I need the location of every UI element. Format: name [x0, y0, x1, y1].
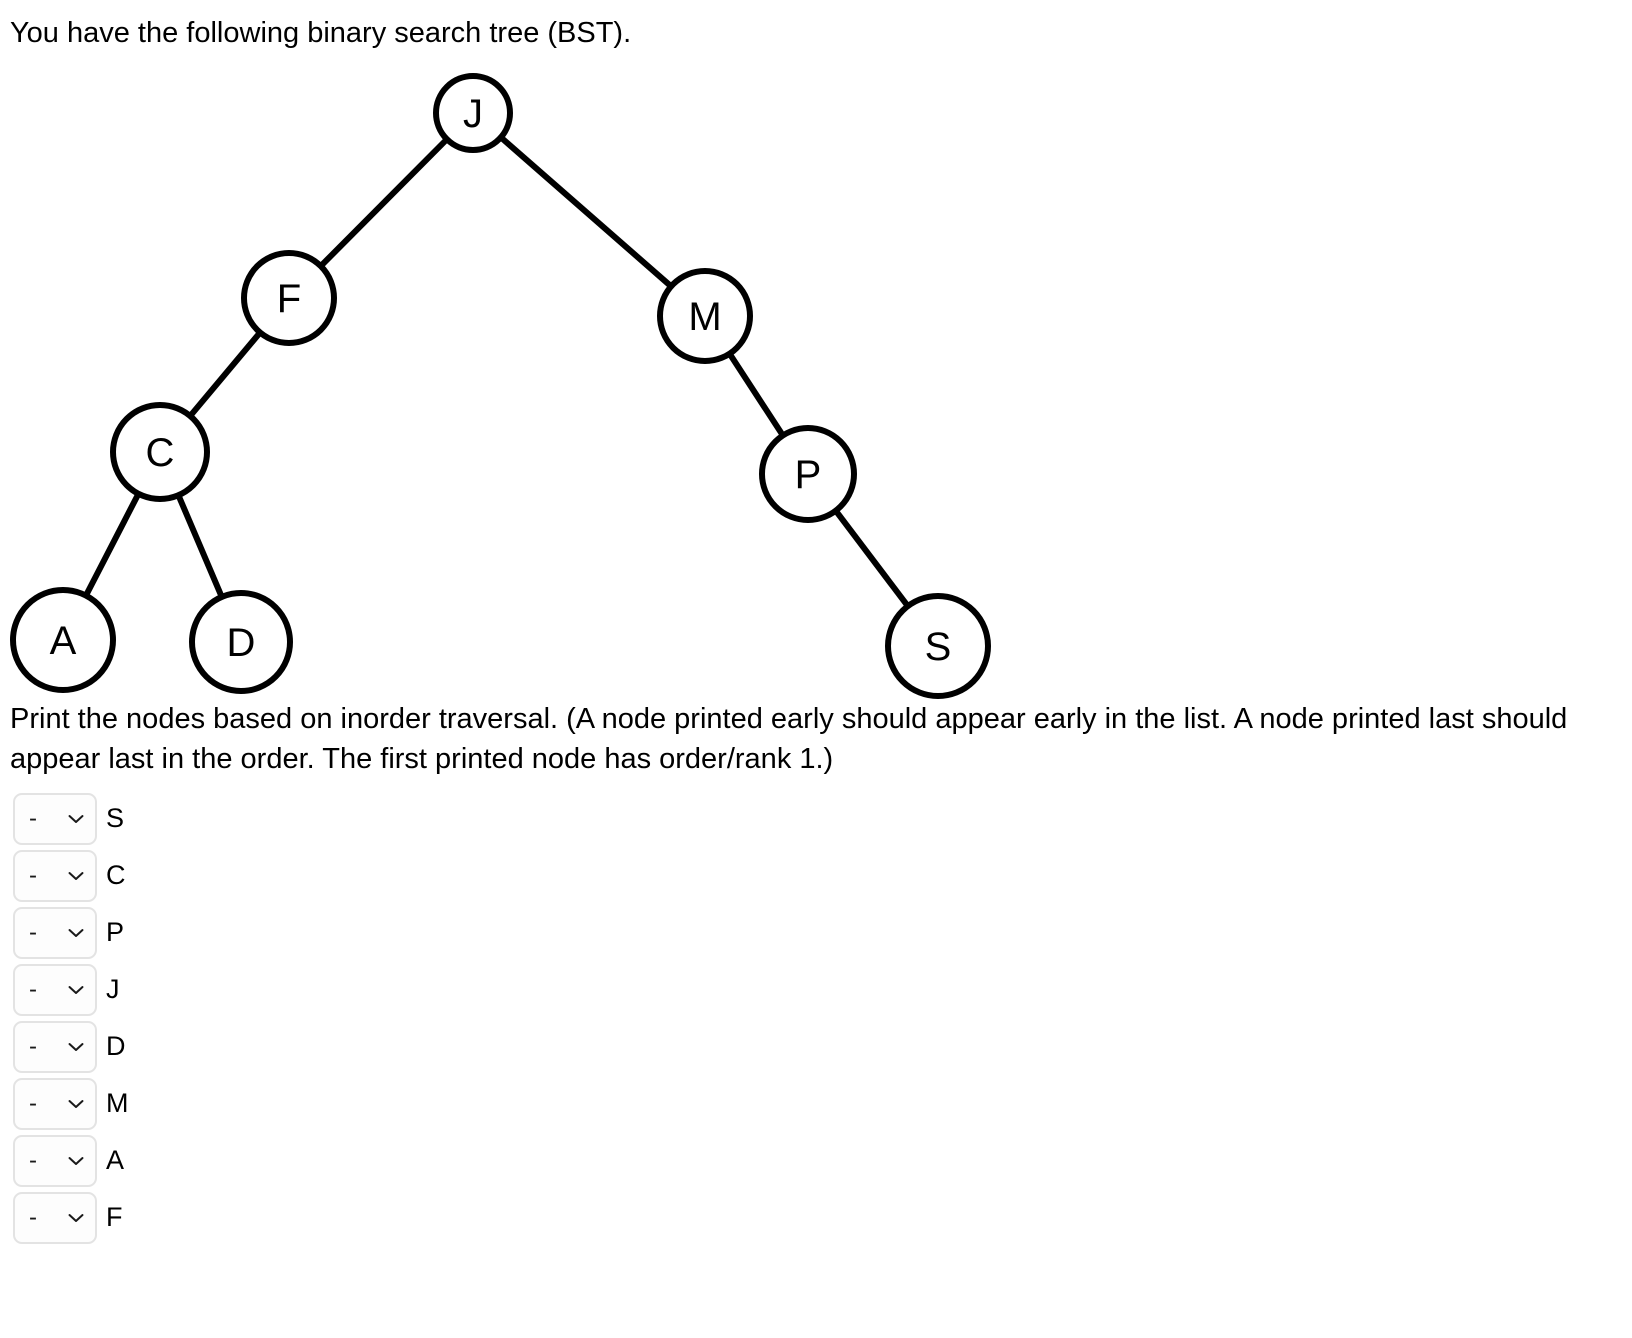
rank-select-f[interactable]: - — [13, 1191, 97, 1244]
answer-node-label: C — [106, 860, 126, 890]
chevron-down-icon — [66, 1094, 86, 1114]
tree-node-label-p: P — [795, 453, 822, 497]
tree-edge-j-m — [497, 133, 675, 290]
rank-select-d[interactable]: - — [13, 1020, 97, 1073]
rank-select-value: - — [29, 1089, 37, 1117]
answer-node-label: P — [106, 917, 125, 947]
rank-select-value: - — [29, 1032, 37, 1060]
tree-node-layer: J F M C P A D S — [10, 73, 991, 699]
tree-node-label-d: D — [227, 621, 256, 665]
answer-ordering-list: -S-C-P-J-D-M-A-F — [0, 790, 700, 1246]
tree-edge-p-s — [832, 507, 912, 610]
answer-node-label: F — [106, 1202, 123, 1232]
tree-node-circle-f — [241, 250, 337, 346]
tree-node-circle-c — [110, 402, 210, 502]
intro-text: You have the following binary search tre… — [10, 17, 632, 49]
tree-node-label-j: J — [463, 92, 483, 136]
rank-select-p[interactable]: - — [13, 906, 97, 959]
tree-node-label-c: C — [146, 431, 175, 475]
answer-node-label: J — [106, 974, 120, 1004]
rank-select-s[interactable]: - — [13, 792, 97, 845]
tree-node-circle-a — [10, 587, 116, 693]
answer-node-label: M — [106, 1088, 129, 1118]
tree-node-label-a: A — [50, 619, 77, 663]
tree-node-circle-m — [657, 268, 753, 364]
tree-node-s: S — [885, 593, 991, 699]
tree-node-circle-d — [189, 590, 293, 694]
rank-select-j[interactable]: - — [13, 963, 97, 1016]
tree-node-label-s: S — [925, 625, 952, 669]
chevron-down-icon — [66, 1208, 86, 1228]
answer-node-label: A — [106, 1145, 125, 1175]
bst-diagram-svg: J F M C P A D S — [10, 73, 991, 699]
bst-diagram: J F M C P A D S — [0, 55, 1060, 705]
answer-row: -A — [0, 1132, 700, 1189]
answer-row: -P — [0, 904, 700, 961]
rank-select-c[interactable]: - — [13, 849, 97, 902]
chevron-down-icon — [66, 866, 86, 886]
rank-select-a[interactable]: - — [13, 1134, 97, 1187]
chevron-down-icon — [66, 923, 86, 943]
answer-node-label: S — [106, 803, 125, 833]
tree-node-circle-p — [759, 425, 857, 523]
tree-edge-c-d — [174, 492, 226, 600]
tree-edge-layer — [82, 133, 912, 610]
chevron-down-icon — [66, 980, 86, 1000]
answer-node-label: D — [106, 1031, 126, 1061]
answer-row: -D — [0, 1018, 700, 1075]
rank-select-value: - — [29, 804, 37, 832]
chevron-down-icon — [66, 809, 86, 829]
chevron-down-icon — [66, 1037, 86, 1057]
question-text: Print the nodes based on inorder travers… — [10, 703, 1576, 775]
tree-node-label-f: F — [277, 277, 301, 321]
answer-row: -J — [0, 961, 700, 1018]
rank-select-value: - — [29, 918, 37, 946]
tree-edge-j-f — [317, 135, 451, 270]
answer-row: -M — [0, 1075, 700, 1132]
rank-select-value: - — [29, 861, 37, 889]
tree-edge-f-c — [186, 329, 264, 420]
tree-node-m: M — [657, 268, 753, 364]
tree-node-p: P — [759, 425, 857, 523]
tree-node-c: C — [110, 402, 210, 502]
tree-node-d: D — [189, 590, 293, 694]
tree-node-f: F — [241, 250, 337, 346]
tree-node-j: J — [433, 73, 513, 153]
chevron-down-icon — [66, 1151, 86, 1171]
tree-node-circle-s — [885, 593, 991, 699]
answer-row: -C — [0, 847, 700, 904]
rank-select-value: - — [29, 1203, 37, 1231]
rank-select-m[interactable]: - — [13, 1077, 97, 1130]
answer-row: -S — [0, 790, 700, 847]
tree-node-label-m: M — [688, 295, 721, 339]
tree-node-circle-j — [433, 73, 513, 153]
rank-select-value: - — [29, 975, 37, 1003]
tree-edge-m-p — [725, 350, 787, 439]
tree-node-a: A — [10, 587, 116, 693]
answer-row: -F — [0, 1189, 700, 1246]
rank-select-value: - — [29, 1146, 37, 1174]
tree-edge-c-a — [82, 490, 143, 599]
